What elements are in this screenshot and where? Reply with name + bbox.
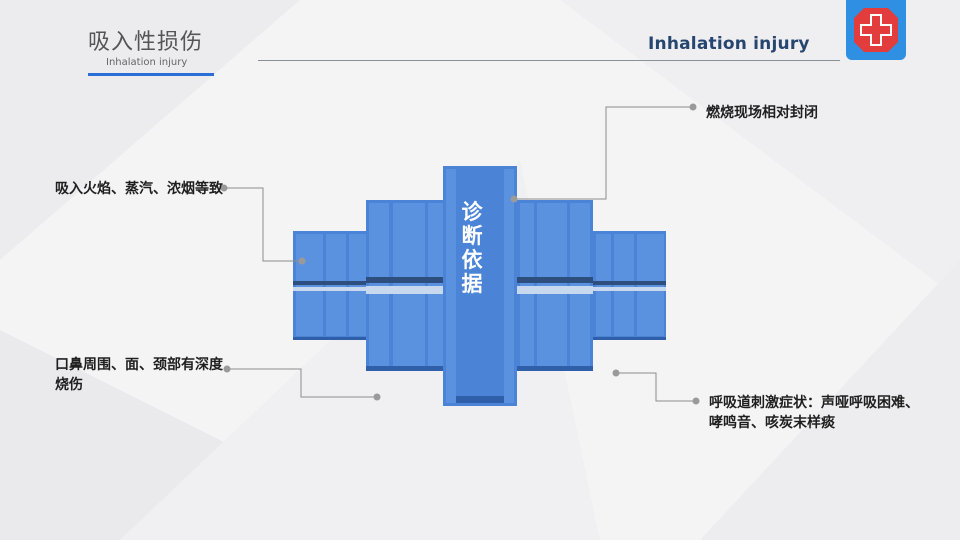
callout-facial-burns: 口鼻周围、面、颈部有深度烧伤 (55, 357, 223, 393)
inner-right-blocks (517, 200, 593, 371)
callout-respiratory-symptoms: 呼吸道刺激症状：声哑呼吸困难、哮鸣音、咳炭末样痰 (709, 395, 919, 431)
callout-inhalation-cause: 吸入火焰、蒸汽、浓烟等致 (55, 181, 223, 197)
logo (846, 0, 906, 60)
page-title: 吸入性损伤 (88, 30, 204, 55)
connector-bottom-right (612, 369, 700, 405)
outer-left-blocks (293, 231, 366, 340)
diagram-center-label: 诊断依据 (461, 200, 483, 296)
outer-right-blocks (593, 231, 666, 340)
connector-top-left (220, 184, 306, 265)
red-cross-icon (854, 8, 898, 52)
header-banner-text: Inhalation injury (648, 34, 810, 54)
page-subtitle: Inhalation injury (106, 57, 188, 68)
center-block (443, 166, 517, 406)
header-divider (258, 60, 840, 61)
title-underline (88, 73, 214, 76)
connector-top-right (510, 103, 697, 203)
callout-enclosed-scene: 燃烧现场相对封闭 (706, 105, 818, 121)
inner-left-blocks (366, 200, 443, 371)
connector-bottom-left (223, 365, 381, 401)
